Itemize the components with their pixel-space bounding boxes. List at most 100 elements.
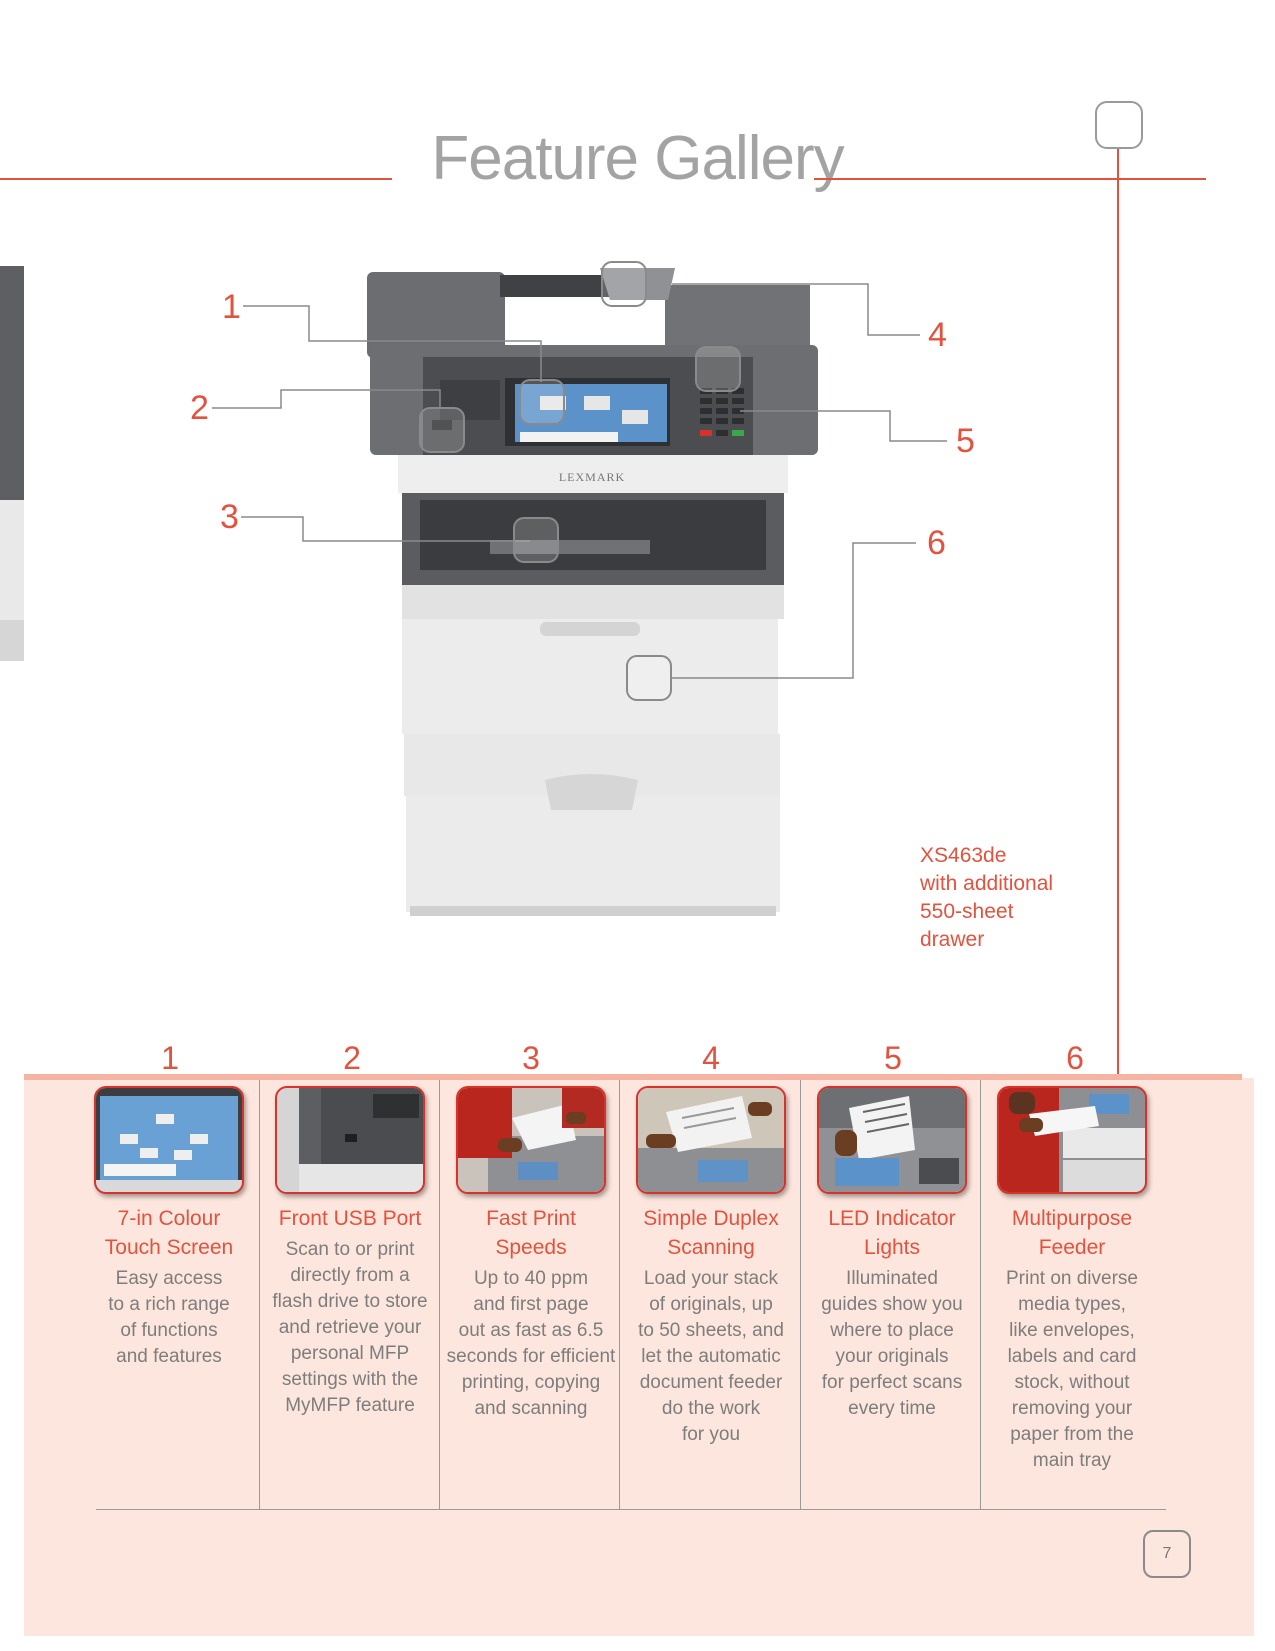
feature-desc-line: document feeder <box>639 1372 783 1393</box>
column-divider <box>800 1080 801 1510</box>
feature-title-line: LED Indicator <box>828 1207 956 1230</box>
feature-title: 7-in Colour Touch Screen <box>81 1204 257 1262</box>
feature-desc-line: Up to 40 ppm <box>473 1268 589 1289</box>
adf-tray <box>600 268 675 300</box>
feature-desc-line: your originals <box>835 1346 949 1367</box>
brand-band <box>398 455 788 493</box>
feature-desc-line: to a rich range <box>108 1294 230 1315</box>
feature-desc-line: for you <box>681 1424 741 1445</box>
brand-logo: LEXMARK <box>559 470 625 484</box>
feature-desc-line: stock, without <box>1014 1372 1130 1393</box>
main-tray <box>402 619 778 734</box>
caption-line: XS463de <box>920 844 1007 867</box>
feature-title-line: Scanning <box>667 1236 755 1259</box>
column-divider <box>980 1080 981 1510</box>
feature-desc-line: where to place <box>830 1320 954 1341</box>
feature-desc-line: flash drive to store <box>272 1291 428 1312</box>
page-title: Feature Gallery <box>431 124 844 193</box>
feature-desc-line: every time <box>848 1398 936 1419</box>
caption-line: drawer <box>920 928 985 951</box>
main-body-top <box>402 585 784 619</box>
feature-desc-line: MyMFP feature <box>285 1395 415 1416</box>
title-rule-left <box>0 178 392 180</box>
feature-title-line: Lights <box>863 1236 921 1259</box>
page-number: 7 <box>1143 1530 1191 1578</box>
feature-title-line: Multipurpose <box>1011 1207 1133 1230</box>
feature-desc-line: Print on diverse <box>1005 1268 1138 1289</box>
feature-desc-line: paper from the <box>1010 1424 1134 1445</box>
document-feeder-icon <box>636 1086 786 1194</box>
feature-title-line: 7-in Colour <box>117 1207 221 1230</box>
multipurpose-feeder-icon <box>997 1086 1147 1194</box>
feature-desc-line: like envelopes, <box>1009 1320 1135 1341</box>
feature-touch-screen: 7-in Colour Touch Screen Easy access to … <box>81 1086 257 1370</box>
drawer-550-sheet <box>406 796 780 912</box>
feature-desc-line: and features <box>116 1346 222 1367</box>
feature-desc-line: Easy access <box>115 1268 223 1289</box>
callout-number-4: 4 <box>928 316 947 354</box>
feature-desc-line: and scanning <box>474 1398 588 1419</box>
feature-desc-line: do the work <box>661 1398 761 1419</box>
feature-title-line: Fast Print <box>486 1207 576 1230</box>
feature-fast-print: Fast Print Speeds Up to 40 ppm and first… <box>443 1086 619 1422</box>
callout-number-1: 1 <box>222 288 241 326</box>
feature-number-5: 5 <box>884 1040 902 1076</box>
feature-desc-line: of functions <box>120 1320 218 1341</box>
feature-title-line: Speeds <box>495 1236 567 1259</box>
usb-port-icon <box>275 1086 425 1194</box>
feature-desc-line: out as fast as 6.5 <box>458 1320 604 1341</box>
caption-line: 550-sheet <box>920 900 1014 923</box>
feature-title-line: Feeder <box>1038 1236 1106 1259</box>
feature-band-rule <box>24 1074 1242 1080</box>
feature-desc-line: removing your <box>1011 1398 1133 1419</box>
callout-number-5: 5 <box>956 422 975 460</box>
feature-description: Print on diverse media types, like envel… <box>984 1266 1160 1474</box>
print-output-icon <box>456 1086 606 1194</box>
feature-desc-line: Illuminated <box>846 1268 938 1289</box>
callout-leaders <box>212 283 947 679</box>
feature-led-lights: LED Indicator Lights Illuminated guides … <box>804 1086 980 1422</box>
feature-multipurpose-feeder: Multipurpose Feeder Print on diverse med… <box>984 1086 1160 1474</box>
feature-desc-line: for perfect scans <box>821 1372 963 1393</box>
feature-title: Multipurpose Feeder <box>984 1204 1160 1262</box>
led-indicator-icon <box>817 1086 967 1194</box>
feature-number-6: 6 <box>1066 1040 1084 1076</box>
feature-description: Up to 40 ppm and first page out as fast … <box>443 1266 619 1422</box>
feature-desc-line: and first page <box>473 1294 589 1315</box>
corner-marker-top <box>1095 101 1143 149</box>
feature-number-4: 4 <box>702 1040 720 1076</box>
printer-illustration: LEXMARK <box>0 261 947 916</box>
adf-body <box>665 285 810 345</box>
adjacent-printer-edge <box>0 266 24 661</box>
feature-desc-line: labels and card <box>1007 1346 1137 1367</box>
feature-desc-line: guides show you <box>821 1294 963 1315</box>
feature-number-3: 3 <box>522 1040 540 1076</box>
feature-front-usb: Front USB Port Scan to or print directly… <box>262 1086 438 1419</box>
callout-number-3: 3 <box>220 498 239 536</box>
touch-screen-icon <box>94 1086 244 1194</box>
feature-title: Fast Print Speeds <box>443 1204 619 1262</box>
callout-number-2: 2 <box>190 389 209 427</box>
feature-title: Simple Duplex Scanning <box>623 1204 799 1262</box>
feature-desc-line: of originals, up <box>649 1294 773 1315</box>
feature-title: Front USB Port <box>262 1204 438 1233</box>
feature-desc-line: printing, copying <box>461 1372 601 1393</box>
feature-title-line: Simple Duplex <box>643 1207 779 1230</box>
feature-desc-line: media types, <box>1018 1294 1126 1315</box>
feature-desc-line: main tray <box>1032 1450 1112 1471</box>
feature-title: LED Indicator Lights <box>804 1204 980 1262</box>
feature-title-line: Front USB Port <box>278 1207 422 1230</box>
feature-desc-line: Load your stack <box>643 1268 779 1289</box>
usb-port <box>432 420 452 430</box>
feature-description: Illuminated guides show you where to pla… <box>804 1266 980 1422</box>
feature-desc-line: Scan to or print <box>285 1239 415 1260</box>
bottom-rule <box>96 1509 1166 1510</box>
feature-duplex-scanning: Simple Duplex Scanning Load your stack o… <box>623 1086 799 1448</box>
callout-highlights <box>419 261 741 701</box>
margin-rule <box>1117 148 1119 1448</box>
feature-desc-line: directly from a <box>290 1265 410 1286</box>
model-caption: XS463de with additional 550-sheet drawer <box>920 842 1120 954</box>
feature-title-line: Touch Screen <box>104 1236 234 1259</box>
feature-number-2: 2 <box>343 1040 361 1076</box>
callout-number-6: 6 <box>927 524 946 562</box>
